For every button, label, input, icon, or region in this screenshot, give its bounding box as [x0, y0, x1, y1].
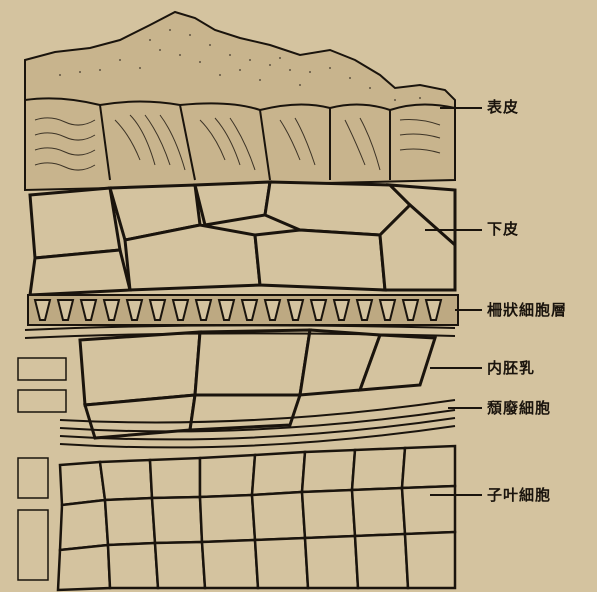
label-palisade-layer: 柵狀細胞層: [487, 299, 567, 320]
label-crushed-cells: 頹廢細胞: [487, 397, 551, 418]
palisade-layer: [28, 295, 458, 325]
label-hypodermis: 下皮: [487, 218, 519, 239]
cotyledon-cells: [58, 446, 455, 590]
aleurone-clusters: [18, 358, 66, 580]
hypodermis-cells: [30, 182, 455, 295]
label-cotyledon-cells: 子叶細胞: [487, 484, 551, 505]
label-endosperm: 内胚乳: [487, 357, 535, 378]
label-epidermis: 表皮: [487, 96, 519, 117]
